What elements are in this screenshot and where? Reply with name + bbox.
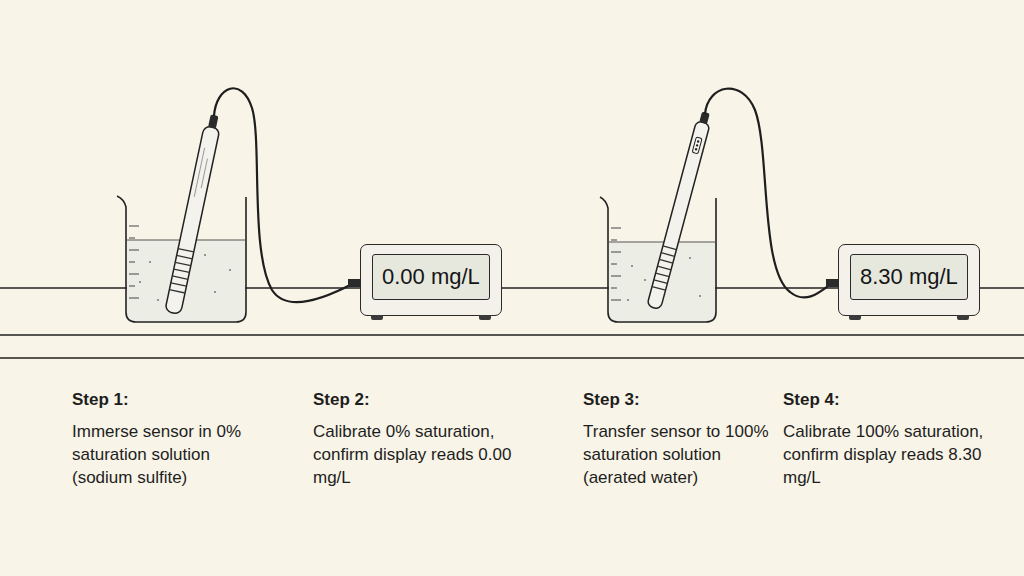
step-description: Calibrate 100% saturation, confirm displ…: [783, 420, 988, 489]
step-heading: Step 3:: [583, 388, 703, 411]
bench-line: [0, 334, 1024, 335]
meter-reading: 8.30 mg/L: [850, 254, 968, 300]
step-heading: Step 2:: [313, 388, 433, 411]
bench-line: [0, 357, 1024, 358]
meter-reading: 0.00 mg/L: [372, 254, 490, 300]
step-heading: Step 4:: [783, 388, 903, 411]
step-description: Transfer sensor to 100% saturation solut…: [583, 420, 773, 489]
sensor-cable: [705, 89, 832, 298]
do-sensor-probe: [647, 111, 713, 310]
do-sensor-probe: [165, 114, 223, 315]
sensor-cable: [214, 88, 354, 302]
step-description: Immerse sensor in 0% saturation solution…: [72, 420, 272, 489]
step-heading: Step 1:: [72, 388, 192, 411]
do-meter: 0.00 mg/L: [360, 244, 502, 316]
step-description: Calibrate 0% saturation, confirm display…: [313, 420, 518, 489]
do-meter: 8.30 mg/L: [838, 244, 980, 316]
